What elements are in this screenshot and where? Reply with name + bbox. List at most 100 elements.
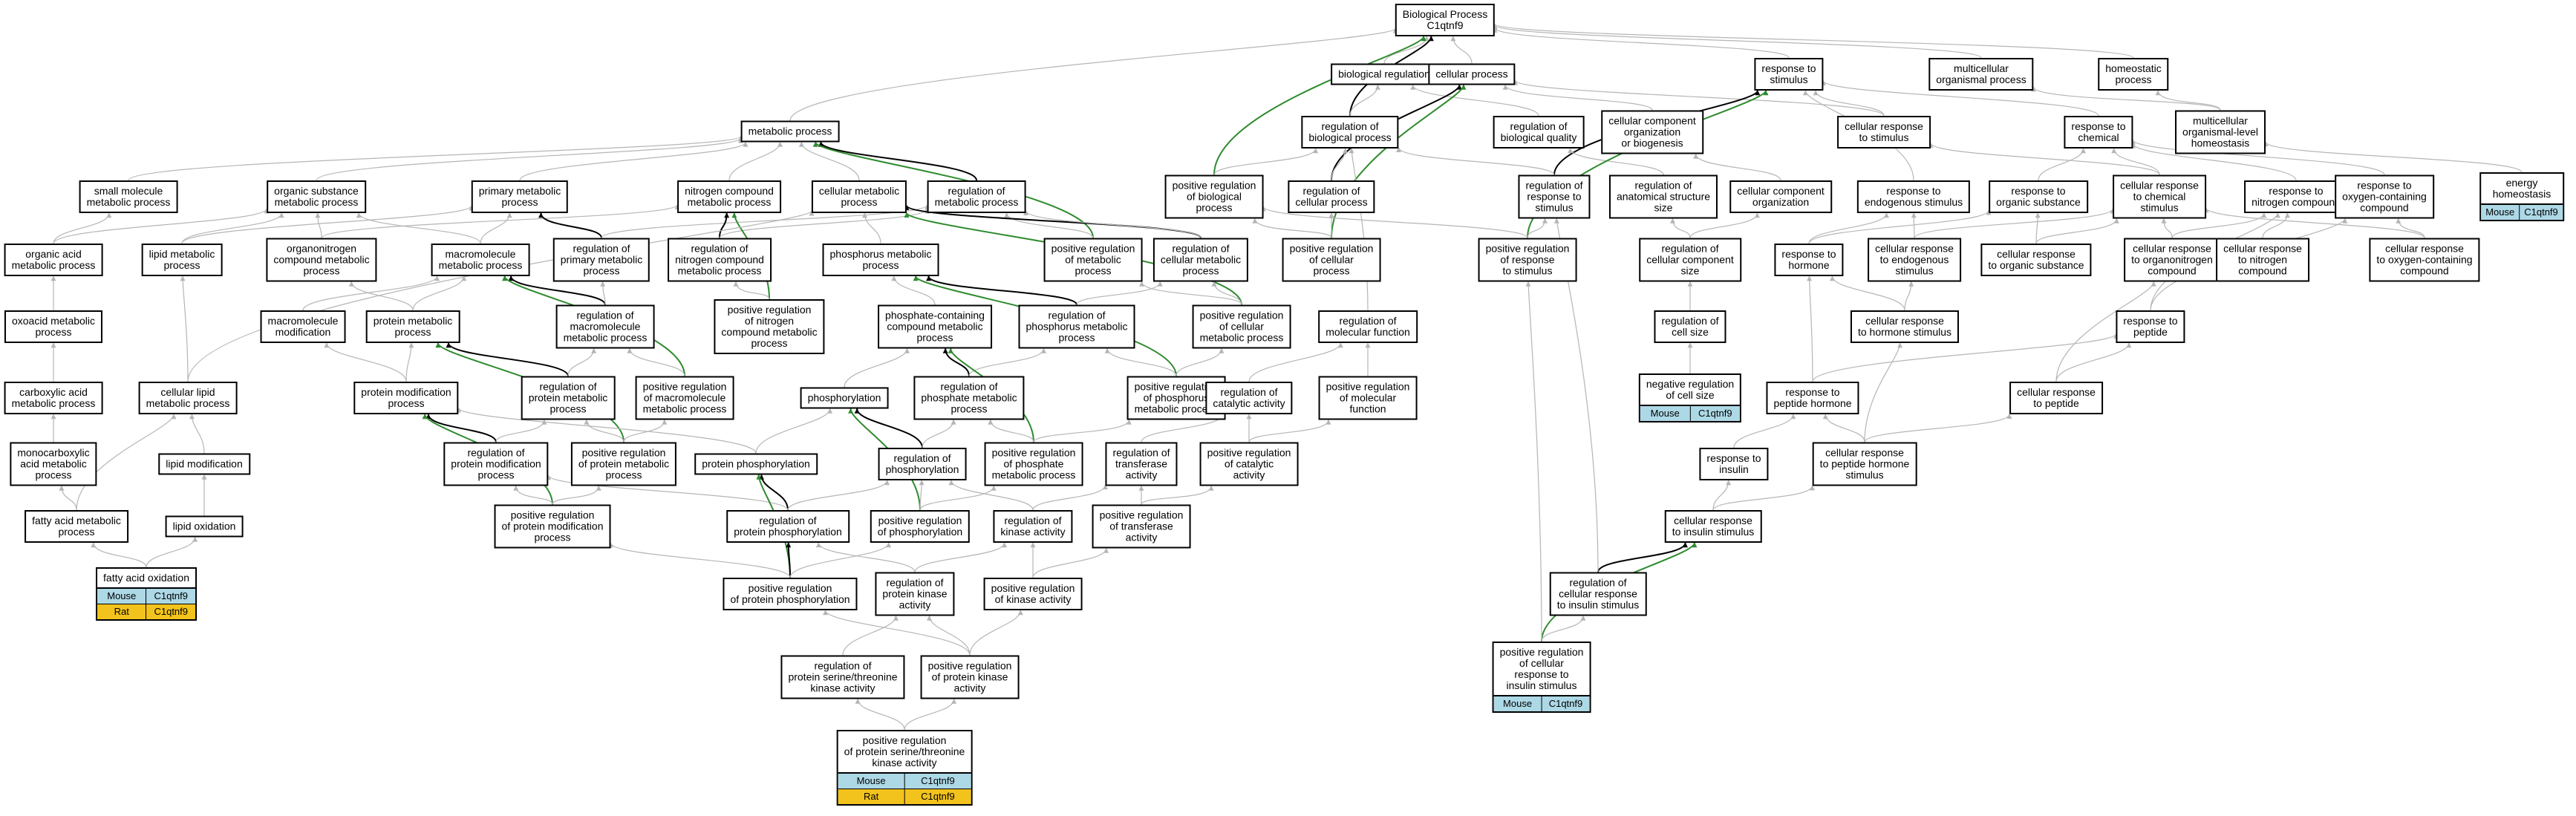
go-term-pos-reg-ser-thr[interactable]: positive regulation of protein serine/th…	[836, 730, 973, 806]
go-term-small-mol[interactable]: small molecule metabolic process	[79, 180, 178, 213]
go-term-reg-nitrogen[interactable]: regulation of nitrogen compound metaboli…	[668, 238, 772, 282]
go-term-cr-insulin[interactable]: cellular response to insulin stimulus	[1664, 510, 1762, 543]
go-term-reg-protkinase[interactable]: regulation of protein kinase activity	[875, 572, 955, 616]
go-term-reg-catalytic[interactable]: regulation of catalytic activity	[1205, 382, 1293, 414]
go-term-reg-cellproc[interactable]: regulation of cellular process	[1288, 180, 1375, 213]
go-term-prot-phos[interactable]: protein phosphorylation	[694, 453, 818, 475]
go-term-reg-cr-insulin[interactable]: regulation of cellular response to insul…	[1549, 572, 1647, 616]
go-term-resp-insulin[interactable]: response to insulin	[1699, 448, 1769, 480]
go-term-resp-pep-hormone[interactable]: response to peptide hormone	[1766, 382, 1859, 414]
go-term-carboxylic[interactable]: carboxylic acid metabolic process	[4, 382, 103, 414]
go-term-reg-phosmet[interactable]: regulation of phosphorus metabolic proce…	[1018, 304, 1135, 349]
go-term-cr-organonit[interactable]: cellular response to organonitrogen comp…	[2124, 238, 2220, 282]
go-term-cell-size[interactable]: regulation of cell size	[1654, 310, 1726, 343]
go-term-resp-oxy[interactable]: response to oxygen-containing compound	[2335, 174, 2434, 219]
gene-symbol[interactable]: C1qtnf9	[2519, 205, 2563, 220]
go-term-monocarb[interactable]: monocarboxylic acid metabolic process	[10, 442, 97, 486]
go-term-oxoacid[interactable]: oxoacid metabolic process	[4, 310, 103, 343]
go-term-pos-reg-kinase[interactable]: positive regulation of kinase activity	[983, 578, 1083, 610]
go-term-protein-met[interactable]: protein metabolic process	[365, 310, 460, 343]
go-term-reg-ccsize[interactable]: regulation of cellular component size	[1639, 238, 1741, 282]
go-term-prot-mod[interactable]: protein modification process	[353, 382, 459, 414]
gene-symbol[interactable]: C1qtnf9	[146, 589, 195, 604]
go-term-reg-bioqual[interactable]: regulation of biological quality	[1493, 116, 1585, 148]
go-term-reg-molfunc[interactable]: regulation of molecular function	[1318, 310, 1418, 343]
go-term-reg-phosphate[interactable]: regulation of phosphate metabolic proces…	[913, 376, 1025, 420]
go-term-pos-reg-cellmet[interactable]: positive regulation of cellular metaboli…	[1192, 304, 1291, 349]
go-term-pos-reg-phosphate[interactable]: positive regulation of phosphate metabol…	[984, 442, 1083, 486]
go-term-org-subst[interactable]: organic substance metabolic process	[267, 180, 366, 213]
gene-symbol[interactable]: C1qtnf9	[904, 774, 971, 789]
go-term-multicell[interactable]: multicellular organismal process	[1928, 58, 2034, 91]
go-term-pos-reg-protphos[interactable]: positive regulation of protein phosphory…	[723, 578, 858, 610]
go-term-pos-reg-protmet[interactable]: positive regulation of protein metabolic…	[570, 442, 677, 486]
go-term-cco2[interactable]: cellular component organization	[1729, 180, 1832, 213]
go-term-cr-peptide[interactable]: cellular response to peptide	[2009, 382, 2103, 414]
go-term-metabolic[interactable]: metabolic process	[740, 120, 840, 143]
go-term-reg-met[interactable]: regulation of metabolic process	[927, 180, 1026, 213]
go-term-pos-reg-nitro[interactable]: positive regulation of nitrogen compound…	[714, 299, 825, 354]
go-term-cr-org[interactable]: cellular response to organic substance	[1980, 244, 2092, 276]
go-term-pos-reg-cr-insulin[interactable]: positive regulation of cellular response…	[1492, 642, 1591, 713]
go-term-reg-cell-met[interactable]: regulation of cellular metabolic process	[1152, 238, 1249, 282]
go-term-resp-hormone[interactable]: response to hormone	[1774, 244, 1844, 276]
go-term-cr-nitro[interactable]: cellular response to nitrogen compound	[2216, 238, 2309, 282]
go-term-cr-hormone[interactable]: cellular response to hormone stimulus	[1850, 310, 1960, 343]
go-term-pos-reg-macro[interactable]: positive regulation of macromolecule met…	[635, 376, 734, 420]
go-term-reg-bio[interactable]: regulation of biological process	[1301, 116, 1399, 148]
gene-symbol[interactable]: C1qtnf9	[1541, 696, 1590, 711]
go-term-reg-protmod[interactable]: regulation of protein modification proce…	[443, 442, 549, 486]
go-term-lipid-met[interactable]: lipid metabolic process	[141, 244, 223, 276]
go-term-fatty-met[interactable]: fatty acid metabolic process	[25, 510, 128, 543]
go-term-resp-peptide[interactable]: response to peptide	[2116, 310, 2185, 343]
go-term-pos-reg-catalytic[interactable]: positive regulation of catalytic activit…	[1199, 442, 1299, 486]
go-term-resp-chem[interactable]: response to chemical	[2064, 116, 2133, 148]
gene-symbol[interactable]: C1qtnf9	[1689, 406, 1741, 421]
go-term-pos-reg-met[interactable]: positive regulation of metabolic process	[1043, 238, 1143, 282]
go-term-primary[interactable]: primary metabolic process	[471, 180, 569, 213]
go-term-cr-chem[interactable]: cellular response to chemical stimulus	[2113, 174, 2206, 219]
go-term-cell-lipid[interactable]: cellular lipid metabolic process	[138, 382, 238, 414]
go-term-lipid-mod[interactable]: lipid modification	[158, 453, 250, 475]
go-term-pos-reg-bio[interactable]: positive regulation of biological proces…	[1164, 174, 1264, 219]
go-term-lipid-ox[interactable]: lipid oxidation	[165, 515, 244, 538]
go-term-resp-stim[interactable]: response to stimulus	[1754, 58, 1824, 91]
go-term-bp[interactable]: Biological Process C1qtnf9	[1395, 4, 1496, 36]
go-term-cr-oxy[interactable]: cellular response to oxygen-containing c…	[2369, 238, 2480, 282]
go-term-pos-reg-protmod[interactable]: positive regulation of protein modificat…	[494, 504, 611, 549]
go-term-phos-met[interactable]: phosphorus metabolic process	[822, 244, 939, 276]
go-term-reg-ser-thr[interactable]: regulation of protein serine/threonine k…	[780, 655, 905, 699]
go-term-phosphate[interactable]: phosphate-containing compound metabolic …	[878, 304, 992, 349]
go-term-cellproc[interactable]: cellular process	[1428, 63, 1516, 85]
go-term-pos-reg-resp[interactable]: positive regulation of response to stimu…	[1478, 238, 1577, 282]
go-term-pos-reg-phosphorylation[interactable]: positive regulation of phosphorylation	[870, 510, 971, 543]
go-term-macromol[interactable]: macromolecule metabolic process	[431, 244, 530, 276]
go-term-pos-reg-transferase[interactable]: positive regulation of transferase activ…	[1092, 504, 1191, 549]
go-term-resp-endo[interactable]: response to endogenous stimulus	[1856, 180, 1971, 213]
go-term-homeostatic[interactable]: homeostatic process	[2098, 58, 2169, 91]
go-term-cr-endo[interactable]: cellular response to endogenous stimulus	[1868, 238, 1961, 282]
go-term-mohomeo[interactable]: multicellular organismal-level homeostas…	[2175, 110, 2266, 154]
go-term-macromod[interactable]: macromolecule modification	[260, 310, 346, 343]
go-term-cr-pep-hormone[interactable]: cellular response to peptide hormone sti…	[1812, 442, 1917, 486]
go-term-reg-protphos[interactable]: regulation of protein phosphorylation	[726, 510, 850, 543]
go-term-reg-transferase[interactable]: regulation of transferase activity	[1105, 442, 1178, 486]
go-term-reg-resp-stim[interactable]: regulation of response to stimulus	[1518, 174, 1591, 219]
go-term-reg-kinase[interactable]: regulation of kinase activity	[993, 510, 1073, 543]
go-term-reg-protmet[interactable]: regulation of protein metabolic process	[521, 376, 616, 420]
go-term-cell-met[interactable]: cellular metabolic process	[811, 180, 907, 213]
go-term-pos-reg-cellproc[interactable]: positive regulation of cellular process	[1282, 238, 1381, 282]
go-term-pos-reg-molfunc[interactable]: positive regulation of molecular functio…	[1318, 376, 1418, 420]
go-term-organonit[interactable]: organonitrogen compound metabolic proces…	[266, 238, 377, 282]
gene-symbol[interactable]: C1qtnf9	[146, 604, 195, 619]
go-term-nitrogen[interactable]: nitrogen compound metabolic process	[677, 180, 781, 213]
go-term-reg-phosphorylation[interactable]: regulation of phosphorylation	[878, 448, 967, 480]
go-term-bioreg[interactable]: biological regulation	[1331, 63, 1438, 85]
go-term-reg-anat[interactable]: regulation of anatomical structure size	[1608, 174, 1718, 219]
go-term-resp-org[interactable]: response to organic substance	[1989, 180, 2088, 213]
go-term-pos-reg-protkinase[interactable]: positive regulation of protein kinase ac…	[920, 655, 1020, 699]
go-term-organic-acid[interactable]: organic acid metabolic process	[4, 244, 103, 276]
go-term-reg-primary[interactable]: regulation of primary metabolic process	[552, 238, 650, 282]
